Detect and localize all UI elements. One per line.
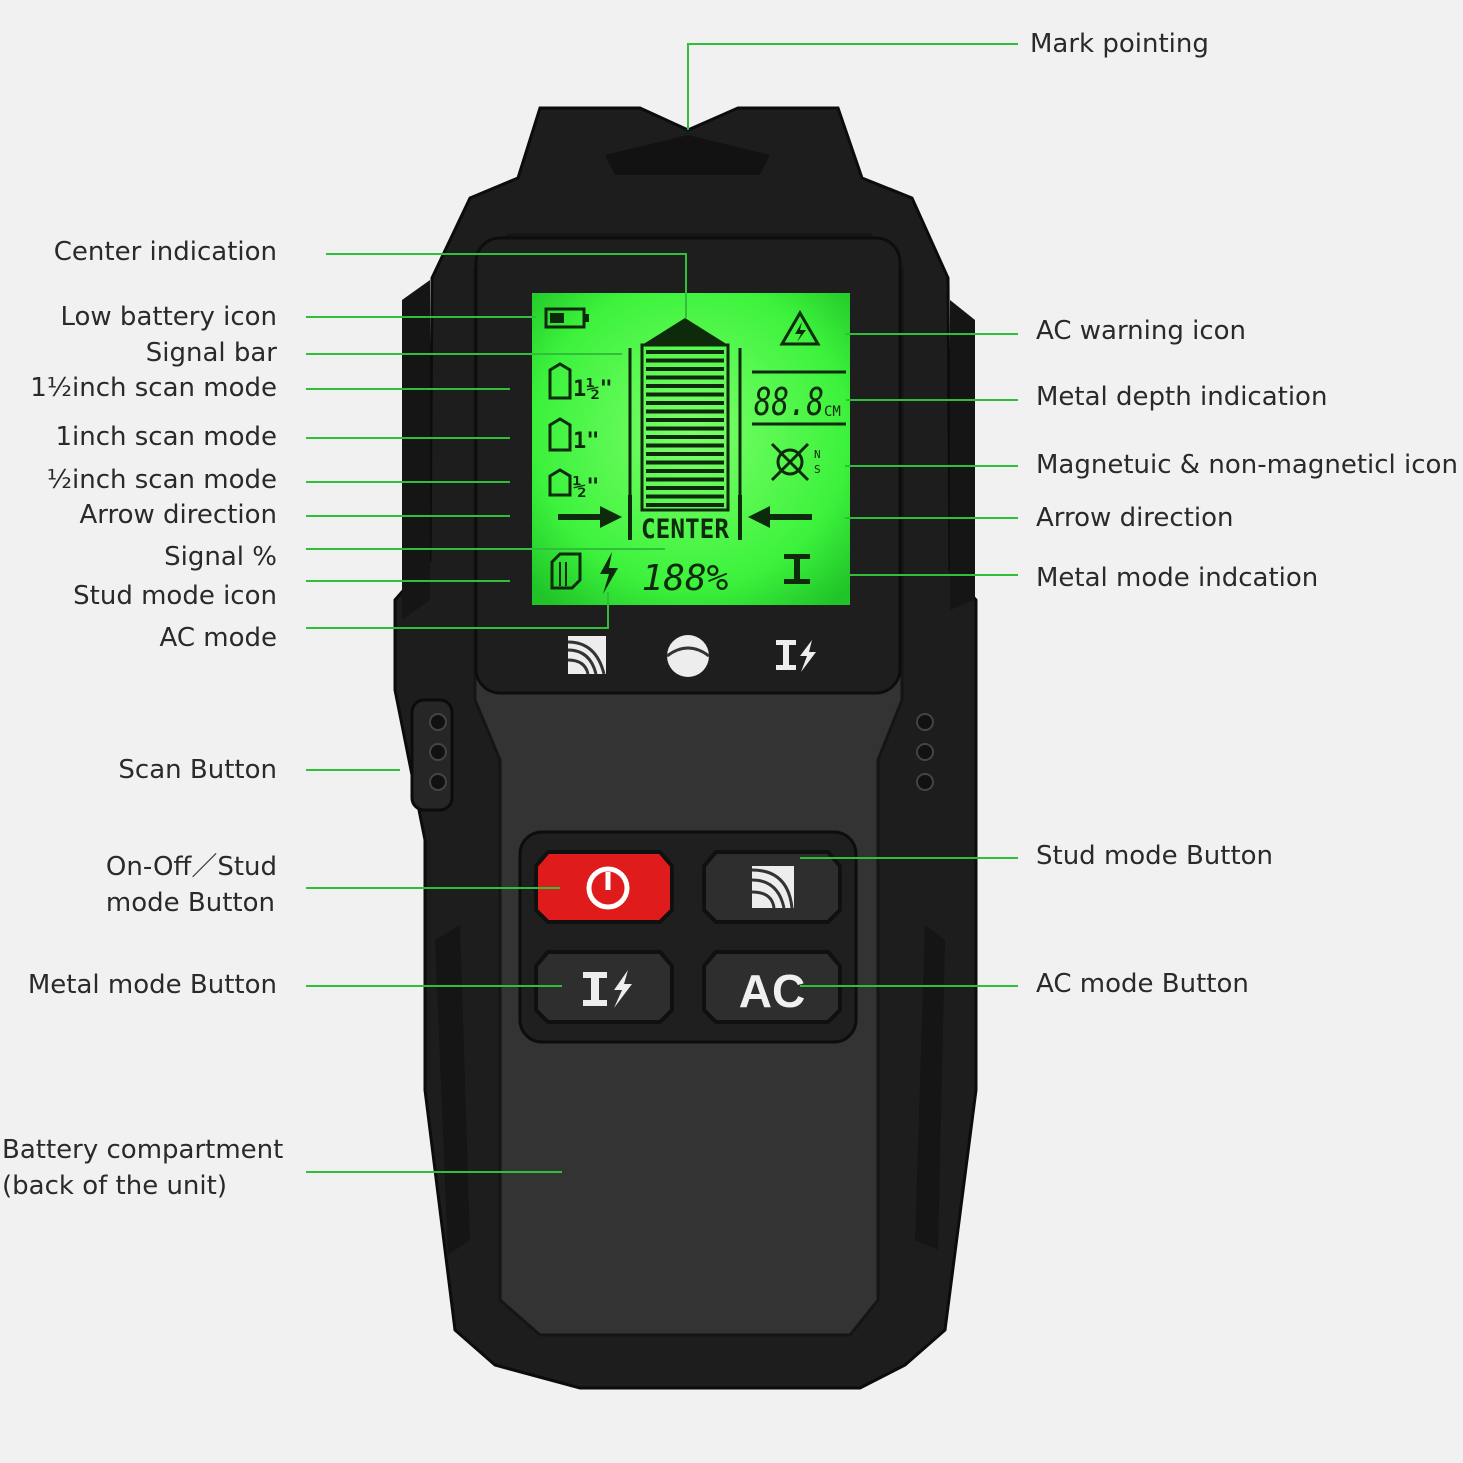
scan-1-label: 1"	[573, 429, 600, 454]
mag-s-label: S	[814, 463, 821, 476]
stud-mode-button[interactable]	[702, 850, 842, 924]
signal-bar	[628, 318, 742, 540]
label-battery-line2: (back of the unit)	[2, 1171, 227, 1201]
arrow-right-icon	[558, 506, 622, 528]
arrow-left-icon	[748, 506, 812, 528]
ac-warning-icon	[779, 310, 821, 346]
label-scan-half-inch: ½inch scan mode	[46, 465, 277, 495]
label-stud-mode-button: Stud mode Button	[1036, 841, 1274, 871]
label-metal-mode-button: Metal mode Button	[27, 970, 277, 1000]
label-signal-bar: Signal bar	[145, 338, 277, 368]
ac-lightning-icon	[600, 552, 618, 594]
low-battery-icon	[544, 307, 589, 329]
stud-mode-indicator-icon	[567, 636, 606, 675]
ac-mode-button[interactable]: AC	[702, 950, 842, 1024]
label-scan-button: Scan Button	[118, 755, 277, 785]
mag-n-label: N	[814, 448, 821, 461]
scan-indicator-icon	[666, 635, 710, 677]
leader-lines	[306, 43, 1018, 1173]
ac-button-label: AC	[739, 965, 805, 1017]
label-mark-pointing: Mark pointing	[1030, 29, 1209, 59]
metal-mode-icon	[784, 554, 810, 584]
scan-1-5-label: 1½"	[573, 377, 613, 402]
label-battery-compartment: Battery compartment (back of the unit)	[2, 1132, 283, 1204]
label-ac-mode-button: AC mode Button	[1036, 969, 1249, 999]
label-ac-warning-icon: AC warning icon	[1036, 316, 1247, 346]
lcd-screen: CENTER 1½" 1" ½"	[532, 293, 850, 605]
label-arrow-direction-right: Arrow direction	[1036, 503, 1234, 533]
label-metal-mode-indication: Metal mode indcation	[1036, 563, 1319, 593]
scan-button[interactable]	[410, 698, 934, 812]
stud-mode-icon	[550, 552, 582, 590]
label-on-off-stud-button: On-Off／Stud mode Button	[106, 849, 277, 921]
label-stud-mode-icon: Stud mode icon	[73, 581, 277, 611]
signal-percent-value: 188%	[642, 558, 729, 599]
label-on-off-stud-line1: On-Off／Stud	[105, 852, 277, 882]
label-on-off-stud-line2: mode Button	[105, 888, 275, 918]
magnetic-icon: N S	[770, 442, 821, 482]
power-icon	[586, 866, 630, 910]
label-signal-percent: Signal %	[164, 542, 277, 572]
stud-wave-icon	[751, 866, 794, 909]
metal-ac-icon	[583, 970, 632, 1008]
metal-depth-unit: CM	[824, 404, 841, 420]
label-metal-depth-indication: Metal depth indication	[1036, 382, 1328, 412]
label-center-indication: Center indication	[53, 237, 277, 267]
scan-mode-icon-1-inch: 1"	[548, 417, 600, 454]
scan-mode-icon-half-inch: ½"	[548, 468, 600, 500]
label-low-battery-icon: Low battery icon	[60, 302, 277, 332]
power-stud-button[interactable]	[534, 850, 674, 924]
label-scan-1-inch: 1inch scan mode	[55, 422, 277, 452]
label-scan-1-5-inch: 1½inch scan mode	[30, 373, 277, 403]
label-ac-mode: AC mode	[159, 623, 277, 653]
scan-half-label: ½"	[573, 475, 600, 500]
metal-ac-indicator-icon	[776, 640, 816, 672]
scan-mode-icon-1-5-inch: 1½"	[548, 362, 613, 402]
label-magnetic-icon: Magnetuic & non-magneticl icon	[1036, 450, 1458, 480]
metal-depth-value: 88.8	[754, 380, 824, 424]
label-arrow-direction-left: Arrow direction	[79, 500, 277, 530]
center-text: CENTER	[641, 514, 730, 545]
metal-mode-button[interactable]	[534, 950, 674, 1024]
label-battery-line1: Battery compartment	[2, 1135, 284, 1165]
